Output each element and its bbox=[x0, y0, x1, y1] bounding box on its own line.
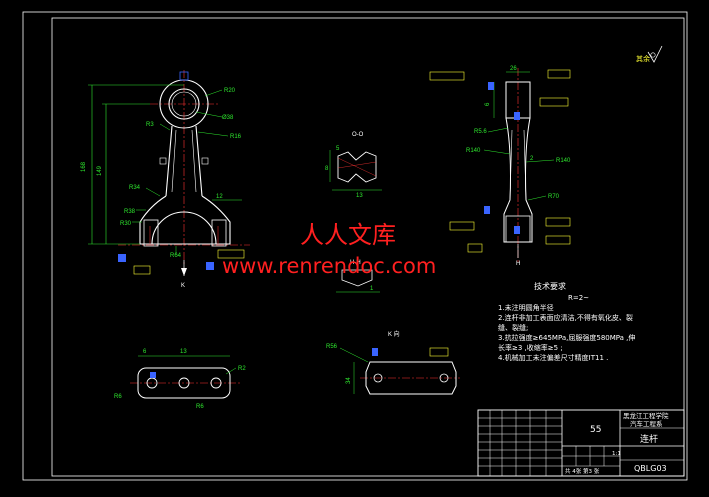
svg-text:34: 34 bbox=[346, 377, 352, 384]
svg-text:K: K bbox=[181, 283, 185, 289]
svg-text:人人文库: 人人文库 bbox=[300, 221, 396, 249]
svg-text:K 向: K 向 bbox=[388, 330, 400, 338]
svg-text:R140: R140 bbox=[556, 158, 571, 164]
svg-text:H-H: H-H bbox=[350, 260, 361, 266]
svg-text:R6: R6 bbox=[114, 394, 122, 400]
svg-text:R20: R20 bbox=[224, 88, 236, 94]
svg-text:R140: R140 bbox=[466, 148, 481, 154]
svg-text:连杆: 连杆 bbox=[640, 433, 658, 445]
rod-front-view: 168 149 R20 Ø38 R3 R16 R34 R38 R30 R64 1… bbox=[81, 70, 250, 289]
svg-text:技术要求: 技术要求 bbox=[534, 281, 566, 291]
svg-text:QBLG03: QBLG03 bbox=[634, 464, 667, 473]
svg-text:R38: R38 bbox=[124, 209, 136, 215]
technical-requirements: 技术要求 R=2~ 1.未注明圆角半径 2.连杆非加工表面应清洁,不得有氧化皮、… bbox=[498, 281, 635, 362]
svg-text:O-O: O-O bbox=[352, 132, 364, 138]
roughness-note: 其余 bbox=[636, 45, 663, 63]
cap-view: 6 13 R2 R6 R6 bbox=[114, 349, 246, 410]
svg-text:55: 55 bbox=[590, 425, 601, 435]
svg-text:4.机械加工未注偏差尺寸精度IT11 .: 4.机械加工未注偏差尺寸精度IT11 . bbox=[498, 353, 608, 362]
svg-text:H: H bbox=[516, 261, 520, 267]
svg-text:6: 6 bbox=[143, 349, 147, 355]
svg-text:R70: R70 bbox=[548, 194, 560, 200]
svg-text:1: 1 bbox=[370, 286, 374, 292]
svg-text:1:1: 1:1 bbox=[612, 451, 621, 457]
svg-text:8: 8 bbox=[325, 166, 329, 172]
svg-text:黑龙江工程学院: 黑龙江工程学院 bbox=[623, 411, 669, 420]
svg-text:149: 149 bbox=[97, 165, 103, 176]
svg-text:缝、裂缝;: 缝、裂缝; bbox=[498, 323, 528, 332]
inner-frame bbox=[51, 17, 685, 477]
svg-text:Ø38: Ø38 bbox=[222, 115, 234, 121]
svg-text:1.未注明圆角半径: 1.未注明圆角半径 bbox=[498, 303, 554, 312]
watermark: 人人文库 www.renrendoc.com bbox=[222, 221, 436, 278]
svg-text:其余: 其余 bbox=[636, 54, 650, 63]
svg-text:12: 12 bbox=[216, 194, 223, 200]
svg-text:13: 13 bbox=[356, 193, 363, 199]
svg-text:R16: R16 bbox=[230, 134, 242, 140]
svg-text:汽车工程系: 汽车工程系 bbox=[630, 419, 663, 428]
svg-text:5: 5 bbox=[336, 146, 340, 152]
k-view: K 向 R56 34 bbox=[326, 330, 460, 395]
svg-text:2.连杆非加工表面应清洁,不得有氧化皮、裂: 2.连杆非加工表面应清洁,不得有氧化皮、裂 bbox=[498, 313, 633, 322]
outer-frame bbox=[22, 11, 688, 481]
svg-text:R5.6: R5.6 bbox=[474, 129, 487, 135]
svg-text:168: 168 bbox=[81, 161, 87, 172]
svg-text:R=2~: R=2~ bbox=[568, 294, 589, 302]
svg-text:共 4张 第3 张: 共 4张 第3 张 bbox=[565, 467, 600, 475]
svg-text:R6: R6 bbox=[196, 404, 204, 410]
svg-text:R2: R2 bbox=[238, 366, 246, 372]
svg-text:2: 2 bbox=[530, 156, 534, 162]
svg-text:13: 13 bbox=[180, 349, 187, 355]
svg-text:R3: R3 bbox=[146, 122, 154, 128]
svg-text:长率≥3 ,收缩率≥5 ;: 长率≥3 ,收缩率≥5 ; bbox=[498, 343, 563, 352]
svg-text:R64: R64 bbox=[170, 253, 182, 259]
svg-text:26: 26 bbox=[510, 66, 517, 72]
section-h-h: H-H 1 bbox=[336, 260, 380, 293]
svg-text:www.renrendoc.com: www.renrendoc.com bbox=[222, 254, 436, 278]
section-o-o: O-O 13 8 5 bbox=[325, 132, 382, 199]
svg-text:6: 6 bbox=[485, 102, 491, 106]
title-block: 55 黑龙江工程学院 汽车工程系 连杆 1:1 共 4张 第3 张 QBLG03 bbox=[477, 409, 685, 477]
svg-text:R34: R34 bbox=[129, 185, 141, 191]
svg-text:R30: R30 bbox=[120, 221, 132, 227]
rod-side-view: 26 6 R5.6 R140 R140 2 R70 H bbox=[429, 66, 571, 267]
svg-text:3.抗拉强度≥645MPa,屈服强度580MPa ,伸: 3.抗拉强度≥645MPa,屈服强度580MPa ,伸 bbox=[498, 333, 635, 342]
svg-text:R56: R56 bbox=[326, 344, 338, 350]
